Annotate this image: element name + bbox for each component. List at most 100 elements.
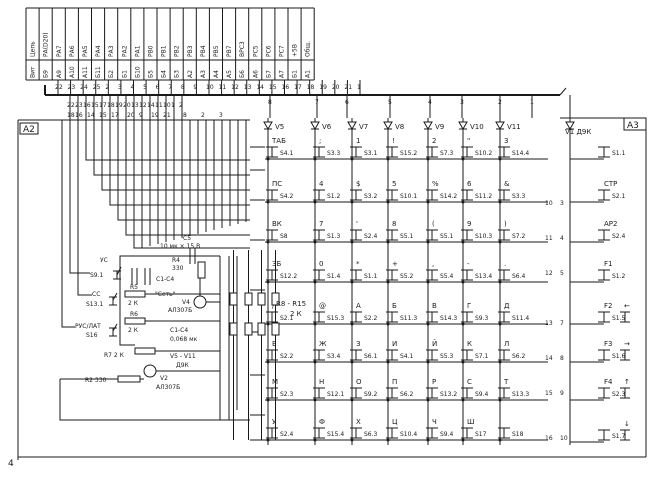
connector-pin: Б1 <box>121 70 128 78</box>
key-designator: S7.2 <box>512 233 526 240</box>
key-designator: S4.1 <box>400 353 414 360</box>
key-switch: ЛS6.2 <box>498 340 526 364</box>
bus-number: 19 <box>319 84 327 91</box>
key-designator: S3.3 <box>327 150 341 157</box>
key-switch-symbol <box>386 311 398 323</box>
key-char: 3 <box>504 137 508 145</box>
row-number: 11 <box>545 235 553 242</box>
bus-number: 17 <box>294 84 302 91</box>
c5-label: С5 <box>183 235 191 242</box>
v4-type: АЛ307Б <box>168 307 192 314</box>
connector-pin: А2 <box>187 70 194 78</box>
junction-dot <box>386 438 390 442</box>
junction-dot <box>313 280 317 284</box>
connector-pin: А1 <box>305 70 312 78</box>
a2-lower-number: 21 <box>163 112 171 119</box>
junction-dot <box>426 322 430 326</box>
block-a2-label-box <box>19 122 39 135</box>
function-key-symbol <box>598 146 610 158</box>
bus-number: 6 <box>156 84 160 91</box>
a2-stair-wire <box>85 120 250 161</box>
key-char: - <box>467 260 470 268</box>
junction-dot <box>266 398 270 402</box>
key-designator: S10.2 <box>475 150 492 157</box>
bus-number: 3 <box>118 84 122 91</box>
function-key-designator: S1.6 <box>612 353 626 360</box>
key-switch-symbol <box>386 229 398 241</box>
connector-pin: Б7 <box>265 70 272 78</box>
key-designator: S1.1 <box>364 273 378 280</box>
connector-signal: РС5 <box>252 45 259 57</box>
block-a3-label: А3 <box>627 121 639 131</box>
s16-label: S16 <box>86 332 98 339</box>
key-char: В <box>432 302 437 310</box>
arrow-key-char: ← <box>624 302 630 310</box>
key-switch-symbol <box>426 229 438 241</box>
function-key-char: F2 <box>604 302 612 310</box>
key-char: 9 <box>467 220 471 228</box>
key-switch-symbol <box>426 269 438 281</box>
a2-entry-number: 11 <box>155 102 163 109</box>
key-switch-symbol <box>498 349 510 361</box>
key-switch-symbol <box>498 189 510 201</box>
block-a2-label: А2 <box>23 125 35 135</box>
function-key-symbol <box>598 229 610 241</box>
key-switch: )S7.2 <box>498 220 526 244</box>
bus-number: 9 <box>193 84 197 91</box>
key-switch-symbol <box>498 311 510 323</box>
key-char: 6 <box>467 180 472 188</box>
key-switch-symbol <box>426 311 438 323</box>
junction-dot <box>313 157 317 161</box>
bus-number: 23 <box>68 84 76 91</box>
key-switch-symbol <box>313 387 325 399</box>
bus-number: 10 <box>206 84 214 91</box>
arrow-key-symbol <box>620 387 630 399</box>
a2-lower-number: 19 <box>151 112 159 119</box>
key-char: ВК <box>272 220 282 228</box>
connector-signal: РА6 <box>69 45 76 57</box>
diode-label: V7 <box>359 123 368 131</box>
key-char: " <box>467 137 470 145</box>
key-char: Е <box>272 340 276 348</box>
connector-signal: РА4 <box>95 45 102 57</box>
key-switch: ЗS6.1 <box>350 340 378 364</box>
sheet-number: 4 <box>8 459 14 469</box>
r2-resistor <box>117 375 141 383</box>
key-char: @ <box>319 302 326 310</box>
c5-value: 10 мк × 15 В <box>160 243 200 250</box>
arrow-key-symbol <box>620 349 630 361</box>
a2-entry-number: 1 <box>171 102 175 109</box>
array-resistor-top <box>229 292 238 306</box>
connector-signal: РА5 <box>82 45 89 57</box>
connector-pin: А6 <box>252 70 259 78</box>
key-switch-symbol <box>313 349 325 361</box>
function-key-char: F3 <box>604 340 612 348</box>
key-switch-symbol <box>350 269 362 281</box>
connector-row-label: Вит <box>30 66 37 78</box>
key-designator: S10.4 <box>400 431 417 438</box>
a2-entry-number: 17 <box>99 102 107 109</box>
junction-dot <box>498 360 502 364</box>
key-char: & <box>504 180 510 188</box>
a2-stair-wire <box>93 120 250 176</box>
key-switch: ХS6.3 <box>350 418 378 442</box>
function-key-designator: S1.7 <box>612 433 626 440</box>
key-designator: S11.3 <box>400 315 417 322</box>
arrow-key: ← <box>620 302 630 323</box>
key-designator: S13.2 <box>440 391 457 398</box>
key-char: Ш <box>467 418 475 426</box>
key-switch-symbol <box>313 311 325 323</box>
diode-symbol <box>383 121 393 131</box>
key-switch: %S14.2 <box>426 180 457 204</box>
